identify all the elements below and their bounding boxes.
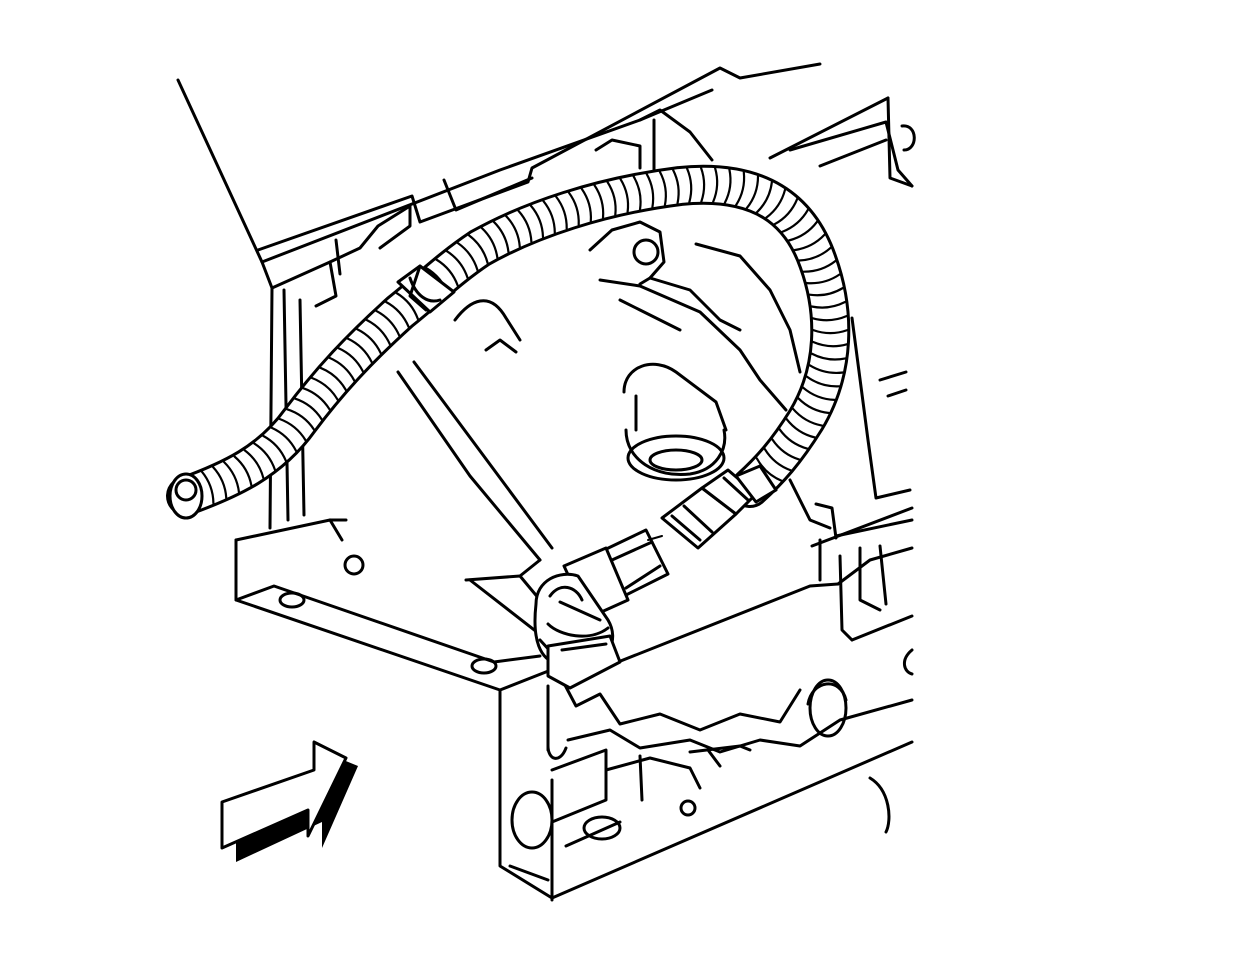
conduit-rib xyxy=(480,226,499,259)
conduit-rib xyxy=(200,470,215,505)
conduit-rib xyxy=(211,465,228,500)
conduit-rib xyxy=(771,438,801,461)
conduit-rib xyxy=(810,300,847,309)
view-arrow xyxy=(220,740,358,862)
conduit-rib xyxy=(593,184,605,220)
conduit-rib xyxy=(270,426,298,453)
conduit-rib xyxy=(542,199,556,234)
conduit-ribs xyxy=(200,166,849,505)
conduit-rib xyxy=(310,376,339,401)
conduit-rib xyxy=(285,408,316,431)
conduit-rib xyxy=(734,171,746,207)
conduit-rib xyxy=(699,166,706,203)
conduit-rib xyxy=(262,434,288,463)
engine-block xyxy=(176,62,916,692)
conduit-rib xyxy=(791,407,824,427)
conduit-rib xyxy=(808,286,844,297)
conduit-rib xyxy=(658,170,667,207)
conduit-rib xyxy=(811,340,848,348)
conduit-rib xyxy=(811,314,848,322)
conduit-rib xyxy=(319,366,348,392)
conduit-rib xyxy=(812,329,849,335)
conduit-rib xyxy=(797,397,831,415)
conduit-rib xyxy=(504,214,521,249)
conduit-rib xyxy=(529,204,545,239)
conduit-rib xyxy=(456,241,479,272)
conduit-rib xyxy=(384,300,410,329)
conduit-rib xyxy=(435,258,459,287)
conduit-rib xyxy=(517,209,533,244)
conduit-rib xyxy=(645,172,655,209)
conduit-rib xyxy=(805,273,841,285)
conduit-rib xyxy=(801,386,836,401)
conduit-rib xyxy=(763,448,793,472)
conduit-rib xyxy=(802,259,837,273)
knock-sensor xyxy=(533,528,670,690)
conduit-rib xyxy=(632,175,642,211)
conduit-rib xyxy=(328,356,356,382)
conduit-rib xyxy=(243,449,265,480)
oil-pan-rail xyxy=(498,506,914,902)
conduit-rib xyxy=(355,328,382,355)
conduit-rib xyxy=(755,457,784,483)
conduit-rib xyxy=(712,167,719,204)
conduit-rib xyxy=(685,167,693,204)
conduit-rib xyxy=(375,309,401,337)
conduit-rib xyxy=(781,208,810,233)
conduit-rib xyxy=(337,347,365,373)
conduit-rib xyxy=(798,246,832,262)
conduit-rib xyxy=(233,455,253,487)
conduit-rib xyxy=(810,352,847,361)
conduit-rib xyxy=(671,168,680,205)
conduit-rib xyxy=(619,177,630,214)
conduit-rib xyxy=(222,460,241,494)
conduit-rib xyxy=(778,428,809,450)
conduit-rib xyxy=(765,188,787,219)
conduit-rib xyxy=(808,364,844,374)
conduit-rib xyxy=(785,417,817,439)
conduit-rib xyxy=(745,175,760,210)
conduit-rib xyxy=(773,197,799,226)
conduit-rib xyxy=(278,417,307,442)
conduit-rib xyxy=(365,318,392,346)
conduit-rib xyxy=(787,220,819,242)
conduit-rib xyxy=(580,187,593,223)
conduit-rib xyxy=(395,291,420,321)
conduit-rib xyxy=(346,337,373,364)
conduit-rib xyxy=(293,397,323,421)
harness-connector xyxy=(660,464,778,550)
conduit-rib xyxy=(302,387,331,411)
conduit-rib xyxy=(567,191,580,226)
conduit-rib xyxy=(467,234,489,265)
conduit-rib xyxy=(805,375,841,388)
conduit-rib xyxy=(723,168,732,205)
harness-branch-connector xyxy=(396,264,456,314)
conduit-rib xyxy=(606,180,617,217)
conduit-rib xyxy=(445,250,469,279)
conduit-rib xyxy=(755,180,773,214)
conduit-rib xyxy=(554,195,568,230)
conduit-rib xyxy=(492,220,510,254)
conduit-rib xyxy=(793,233,826,252)
wiring-harness xyxy=(166,164,851,520)
conduit-rib xyxy=(253,442,277,472)
